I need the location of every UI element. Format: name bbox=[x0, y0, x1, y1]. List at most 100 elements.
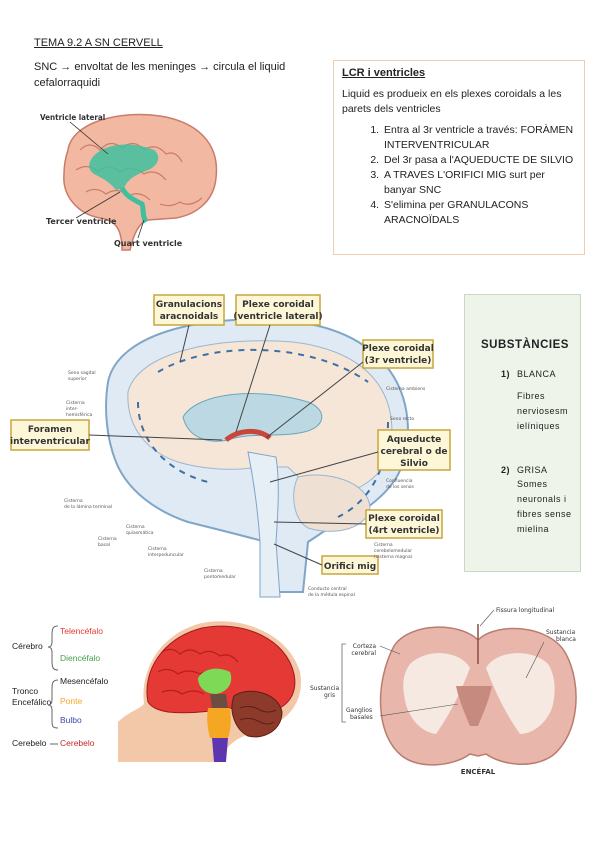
svg-text:Cisterna: Cisterna bbox=[64, 498, 83, 504]
label-quart-ventricle: Quart ventricle bbox=[114, 239, 183, 248]
svg-text:Plexe coroidal: Plexe coroidal bbox=[368, 514, 440, 524]
white-matter-left bbox=[403, 653, 470, 734]
svg-text:hemisférica: hemisférica bbox=[66, 411, 93, 418]
svg-text:de los senos: de los senos bbox=[386, 484, 415, 490]
substancies-title: SUBSTÀNCIES bbox=[481, 339, 569, 351]
svg-text:Silvio: Silvio bbox=[400, 459, 428, 469]
basal-ganglia bbox=[456, 686, 492, 726]
svg-text:(3r ventricle): (3r ventricle) bbox=[365, 356, 432, 366]
svg-text:Confluencia: Confluencia bbox=[386, 478, 413, 484]
item-1-detail: Fibres nerviosesm ielíniques bbox=[517, 391, 569, 431]
page-title: TEMA 9.2 A SN CERVELL bbox=[34, 37, 163, 49]
label-tercer-ventricle: Tercer ventricle bbox=[46, 217, 117, 226]
svg-text:Plexe coroidal: Plexe coroidal bbox=[242, 300, 314, 310]
ponte-region bbox=[207, 708, 231, 738]
label-fissura: Fissura longitudinal bbox=[496, 607, 555, 614]
cerebellum bbox=[293, 474, 371, 532]
part-diencefalo: Diencéfalo bbox=[60, 653, 101, 663]
sagittal-legend: Cérebro Tronco Encefálico Cerebelo Telen… bbox=[8, 614, 120, 760]
item-1-num: 1) bbox=[501, 369, 511, 379]
svg-text:basal: basal bbox=[98, 542, 110, 548]
part-ponte: Ponte bbox=[60, 696, 83, 706]
ventricles-brain-image: Ventricle lateral Tercer ventricle Quart… bbox=[40, 113, 218, 251]
svg-text:cerebral o de: cerebral o de bbox=[380, 447, 447, 457]
lcr-title: LCR i ventricles bbox=[342, 67, 426, 79]
svg-text:inter-: inter- bbox=[66, 406, 78, 412]
svg-text:Aqueducte: Aqueducte bbox=[387, 435, 442, 445]
svg-text:superior: superior bbox=[68, 376, 87, 382]
callout-orifici: Orifici mig bbox=[321, 555, 379, 575]
svg-text:(4rt ventricle): (4rt ventricle) bbox=[368, 526, 439, 536]
svg-text:Cisterna ambiens: Cisterna ambiens bbox=[386, 386, 426, 392]
label-ventricle-lateral: Ventricle lateral bbox=[40, 113, 105, 122]
svg-text:Plexe coroidal: Plexe coroidal bbox=[362, 344, 434, 354]
lcr-step: Entra al 3r ventricle a través: FORÀMEN … bbox=[382, 123, 576, 153]
brainstem bbox=[247, 451, 281, 598]
callout-aqueducte: Aqueducte cerebral o de Silvio bbox=[377, 429, 451, 471]
lcr-step: A TRAVES L'ORIFICI MIG surt per banyar S… bbox=[382, 168, 576, 198]
item-2-detail: Somes neuronals i fibres sense mielina bbox=[517, 479, 572, 534]
sagittal-brain-image bbox=[118, 621, 302, 762]
third-ventricle-shape bbox=[119, 186, 149, 224]
part-telencefalo: Telencéfalo bbox=[60, 626, 104, 636]
callout-plexe-4rt: Plexe coroidal (4rt ventricle) bbox=[365, 509, 443, 539]
svg-text:interpeduncular: interpeduncular bbox=[148, 552, 184, 558]
mesencefalo-region bbox=[210, 694, 228, 708]
part-bulbo: Bulbo bbox=[60, 715, 82, 725]
svg-text:de la lámina terminal: de la lámina terminal bbox=[64, 503, 112, 510]
svg-text:aracnoidals: aracnoidals bbox=[160, 312, 219, 322]
white-matter-right bbox=[486, 653, 555, 734]
brain-folds bbox=[79, 142, 183, 163]
svg-text:Foramen: Foramen bbox=[28, 425, 72, 435]
lcr-description: Liquid es produeix en els plexes coroida… bbox=[342, 88, 562, 115]
intro-text: SNC → envoltat de les meninges → circula… bbox=[34, 61, 286, 89]
svg-text:Seno recto: Seno recto bbox=[390, 416, 414, 422]
svg-text:cerebelomedular: cerebelomedular bbox=[374, 548, 412, 554]
bulbo-region bbox=[212, 738, 228, 762]
choroid-plexus-3r bbox=[224, 429, 272, 443]
svg-text:Cisterna: Cisterna bbox=[204, 568, 223, 574]
item-1-name: BLANCA bbox=[517, 369, 557, 379]
callout-plexe-3r: Plexe coroidal (3r ventricle) bbox=[362, 339, 434, 369]
svg-text:Cisterna: Cisterna bbox=[66, 400, 85, 406]
svg-text:interventricular: interventricular bbox=[10, 437, 90, 447]
svg-text:Cisterna: Cisterna bbox=[126, 524, 145, 530]
lateral-ventricle bbox=[182, 393, 323, 442]
lcr-step: Del 3r pasa a l'AQUEDUCTE DE SILVIO bbox=[382, 153, 576, 168]
callout-foramen: Foramen interventricular bbox=[10, 419, 90, 451]
lcr-step: S'elimina per GRANULACONS ARACNOÏDALS bbox=[382, 198, 576, 228]
cerebelo-region bbox=[231, 690, 283, 738]
legend-braces bbox=[47, 625, 59, 745]
diencefalo-region bbox=[198, 668, 232, 694]
callout-granulacions: Granulacions aracnoidals bbox=[153, 294, 225, 326]
group-cerebelo: Cerebelo bbox=[12, 738, 47, 748]
lateral-ventricle-shape bbox=[89, 144, 159, 190]
svg-text:pontomedular: pontomedular bbox=[204, 574, 236, 580]
group-tronco: Tronco Encefálico bbox=[12, 686, 52, 707]
brain-outline bbox=[63, 113, 218, 251]
svg-text:Cisterna: Cisterna bbox=[98, 536, 117, 542]
svg-text:Seno sagital: Seno sagital bbox=[68, 370, 96, 376]
svg-text:(ventricle lateral): (ventricle lateral) bbox=[233, 312, 322, 322]
callout-plexe-lateral: Plexe coroidal (ventricle lateral) bbox=[233, 294, 323, 326]
substancies-box: SUBSTÀNCIES 1) BLANCA Fibres nerviosesm … bbox=[464, 294, 581, 572]
part-mesencefalo: Mesencéfalo bbox=[60, 676, 109, 686]
svg-text:Conducto central: Conducto central bbox=[308, 586, 347, 592]
svg-text:quiasmática: quiasmática bbox=[126, 529, 154, 536]
svg-text:de la médula espinal: de la médula espinal bbox=[308, 591, 355, 598]
group-cerebro: Cérebro bbox=[12, 641, 43, 651]
svg-text:Granulacions: Granulacions bbox=[156, 300, 222, 310]
svg-text:(cisterna magna): (cisterna magna) bbox=[374, 554, 413, 560]
coronal-caption: ENCÉFAL bbox=[461, 767, 496, 776]
lcr-box: LCR i ventricles Liquid es produeix en e… bbox=[333, 60, 585, 255]
csf-circulation-image: Granulacions aracnoidals Plexe coroidal … bbox=[10, 294, 451, 598]
svg-text:Cisterna: Cisterna bbox=[374, 542, 393, 548]
part-cerebelo: Cerebelo bbox=[60, 738, 95, 748]
svg-text:Cisterna: Cisterna bbox=[148, 546, 167, 552]
svg-text:Orifici mig: Orifici mig bbox=[324, 562, 376, 572]
lcr-steps: Entra al 3r ventricle a través: FORÀMEN … bbox=[342, 123, 576, 228]
